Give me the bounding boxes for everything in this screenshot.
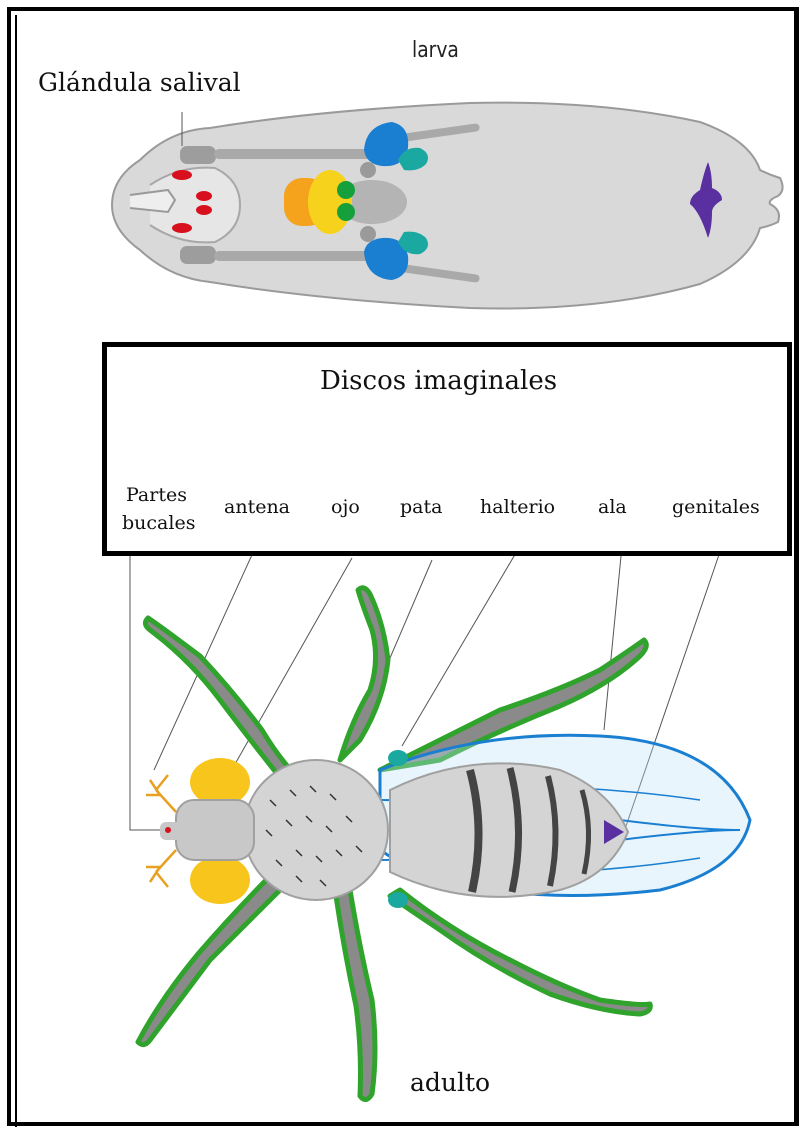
larva-leg-disc	[360, 162, 376, 178]
wing-connector	[604, 546, 622, 730]
larva-leg-disc	[337, 181, 355, 199]
fly-haltere	[388, 750, 408, 766]
salivary-gland-label: Glándula salival	[38, 70, 241, 95]
fly-eye	[190, 856, 250, 904]
salivary-duct-upper	[214, 149, 384, 159]
larva-leg-disc	[337, 203, 355, 221]
mouth-hook	[130, 190, 175, 212]
larva-title: larva	[412, 38, 459, 63]
larva-mouth-disc	[196, 191, 212, 201]
fly-leg	[340, 588, 388, 760]
larva-mouth-disc	[172, 170, 192, 180]
eye-connector	[226, 558, 352, 780]
legend-title: Discos imaginales	[320, 368, 557, 394]
legend-label-genitals: genitales	[672, 498, 760, 517]
fly-eye	[190, 758, 250, 806]
larva-illustration	[112, 103, 783, 309]
salivary-duct-lower	[214, 251, 384, 261]
adult-fly-illustration	[138, 588, 750, 1100]
fly-thorax	[244, 760, 388, 900]
fly-mouthparts	[160, 822, 182, 840]
fly-head	[176, 800, 254, 860]
legend-label-mouthparts-line2: bucales	[122, 514, 195, 533]
salivary-gland-upper	[180, 146, 216, 164]
larva-eye-antenna-disc	[308, 170, 352, 234]
legend-label-antenna: antena	[224, 498, 290, 517]
fly-mouth-dot	[165, 827, 171, 833]
mouth-connector	[130, 546, 166, 830]
legend-label-wing: ala	[598, 498, 627, 517]
legend-label-eye: ojo	[331, 498, 360, 517]
fly-haltere	[388, 892, 408, 908]
legend-label-mouthparts-line1: Partes	[126, 486, 187, 505]
legend-label-leg: pata	[400, 498, 442, 517]
larva-leg-disc	[360, 226, 376, 242]
larva-mouth-disc	[172, 223, 192, 233]
larva-mouth-disc	[196, 205, 212, 215]
leg-connector	[384, 560, 432, 672]
fly-leg	[390, 890, 650, 1014]
salivary-gland-lower	[180, 246, 216, 264]
fly-leg	[336, 890, 375, 1100]
legend-label-haltere: halterio	[480, 498, 555, 517]
adult-label: adulto	[410, 1070, 490, 1095]
